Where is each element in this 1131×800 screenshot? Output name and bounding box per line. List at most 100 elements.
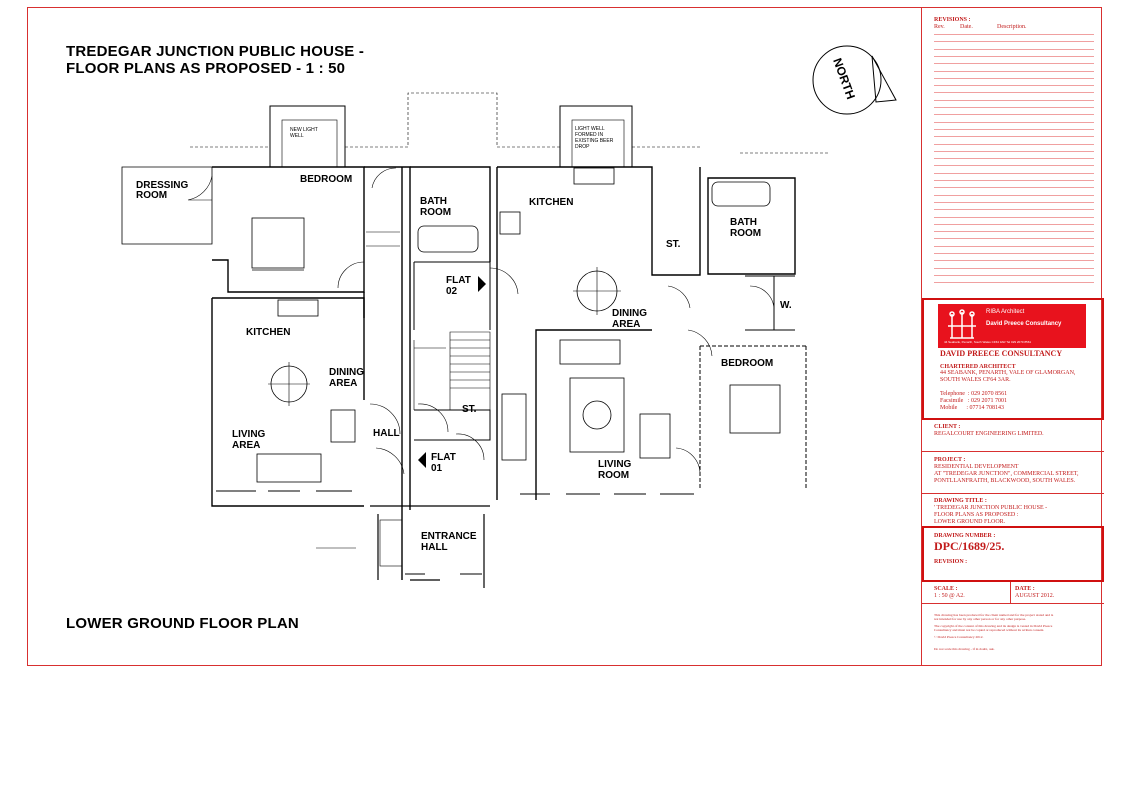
revision-rule-line [934,85,1094,87]
revision-rule-line [934,77,1094,79]
address-line2: SOUTH WALES CF64 3AR. [940,377,1011,383]
facsimile: Facsimile : 029 2071 7001 [940,398,1007,404]
note-new-light-well-2: WELL [290,133,304,139]
disclaimer-4: Consultancy and must not be copied or re… [934,628,1045,632]
consultancy-name: DAVID PREECE CONSULTANCY [940,349,1063,358]
room-dining-left-line2: AREA [329,378,357,389]
floor-plan: DRESSING ROOM BEDROOM BATH ROOM KITCHEN … [121,45,897,588]
room-dining-right-line2: AREA [612,319,640,330]
svg-text:NEW LIGHT: NEW LIGHT [290,127,318,133]
svg-text:FLAT: FLAT [446,275,471,286]
north-label: NORTH [830,56,858,101]
svg-text:KITCHEN: KITCHEN [246,327,290,338]
svg-text:BATH: BATH [730,217,757,228]
room-bath-mid-line2: ROOM [420,207,451,218]
svg-text:DRESSING: DRESSING [136,180,188,191]
room-dining-left-line1: DINING [329,367,364,378]
plan-subtitle: LOWER GROUND FLOOR PLAN [66,615,299,632]
svg-text:EXISTING BEER: EXISTING BEER [575,138,614,144]
client-name: REGALCOURT ENGINEERING LIMITED. [934,431,1044,437]
revision-rule-line [934,114,1094,116]
svg-text:HALL: HALL [373,428,400,439]
svg-text:DINING: DINING [329,367,364,378]
svg-text:ROOM: ROOM [136,190,167,201]
room-flat-01-line2: 01 [431,463,443,474]
svg-text:DROP: DROP [575,144,590,150]
disclaimer-2: not intended for use by any other person… [934,617,1027,621]
revision-rule-line [934,70,1094,72]
revision-rule-line [934,223,1094,225]
consultancy-logo: RIBA Architect David Preece Consultancy … [938,304,1086,348]
revision-rule-line [934,150,1094,152]
svg-text:LIGHT WELL: LIGHT WELL [575,126,605,132]
revision-rule-line [934,121,1094,123]
svg-text:ROOM: ROOM [598,470,629,481]
revision-rule-line [934,180,1094,181]
revision-rule-line [934,92,1094,94]
date-label: DATE : [1015,586,1035,592]
room-bath-right-line2: ROOM [730,228,761,239]
svg-text:NORTH: NORTH [830,56,858,101]
svg-text:LIVING: LIVING [232,429,266,440]
room-st-upper: ST. [666,239,681,250]
svg-text:KITCHEN: KITCHEN [529,197,573,208]
revision-rule-line [934,165,1094,167]
project-line2: AT "TREDEGAR JUNCTION", COMMERCIAL STREE… [934,471,1079,477]
rev-col-rev: Rev. [934,24,945,30]
drawing-title-line1: TREDEGAR JUNCTION PUBLIC HOUSE - [66,43,365,60]
drawing-number-label: DRAWING NUMBER : [934,533,996,539]
room-living-room-line1: LIVING [598,459,632,470]
svg-text:ROOM: ROOM [420,207,451,218]
room-bath-mid-line1: BATH [420,196,447,207]
logo-text-3: 44 Seabank, Penarth, South Wales CF64 3A… [944,340,1032,344]
drawing-title-tb-1: ' TREDEGAR JUNCTION PUBLIC HOUSE - [934,505,1048,511]
svg-text:AREA: AREA [612,319,640,330]
divider-scale [922,603,1104,604]
divider-project [922,493,1104,494]
drawing-sheet-border [27,7,1102,666]
revision-rule-line [934,187,1094,189]
svg-text:ST.: ST. [462,404,477,415]
svg-text:HALL: HALL [421,542,448,553]
client-label: CLIENT : [934,424,961,430]
revision-rule-line [934,267,1094,269]
room-dressing-line2: ROOM [136,190,167,201]
flat-02-arrow [478,276,486,292]
room-w: W. [780,300,792,311]
disclaimer-3: The copyright of the content of this dra… [934,624,1053,628]
svg-text:BEDROOM: BEDROOM [300,174,352,185]
drawing-number-box [922,526,1104,582]
scale-value: 1 : 50 @ A2. [934,593,965,599]
revision-rule-line [934,260,1094,262]
consultancy-box [922,298,1104,420]
scale-date-divider [1010,582,1011,603]
room-kitchen-left: KITCHEN [246,327,290,338]
room-entrance-line1: ENTRANCE [421,531,477,542]
project-line1: RESIDENTIAL DEVELOPMENT [934,464,1019,470]
room-living-area-line2: AREA [232,440,260,451]
room-kitchen-right: KITCHEN [529,197,573,208]
svg-text:ENTRANCE: ENTRANCE [421,531,477,542]
svg-text:FLAT: FLAT [431,452,456,463]
logo-text-1: RIBA Architect [986,309,1025,315]
revision-rule-line [934,231,1094,233]
room-bedroom-right: BEDROOM [721,358,773,369]
crest-icon [948,309,976,339]
note-light-well-3: EXISTING BEER [575,138,614,144]
note-new-light-well-1: NEW LIGHT [290,127,318,133]
rev-col-description: Description. [997,24,1027,30]
room-bath-right-line1: BATH [730,217,757,228]
room-hall: HALL [373,428,400,439]
revision-rule-line [934,158,1094,160]
project-line3: PONTLLANFRAITH, BLACKWOOD, SOUTH WALES. [934,478,1076,484]
mobile: Mobile : 07714 708143 [940,405,1004,411]
disclaimer-1: This drawing has been produced for the c… [934,613,1054,617]
drawing-title-line2: FLOOR PLANS AS PROPOSED - 1 : 50 [66,60,346,77]
svg-text:AREA: AREA [329,378,357,389]
revision-rule-line [934,209,1094,211]
room-living-room-line2: ROOM [598,470,629,481]
svg-text:DINING: DINING [612,308,647,319]
svg-text:BEDROOM: BEDROOM [721,358,773,369]
disclaimer-6: Do not scale this drawing - if in doubt,… [934,647,995,651]
svg-text:W.: W. [780,300,792,311]
